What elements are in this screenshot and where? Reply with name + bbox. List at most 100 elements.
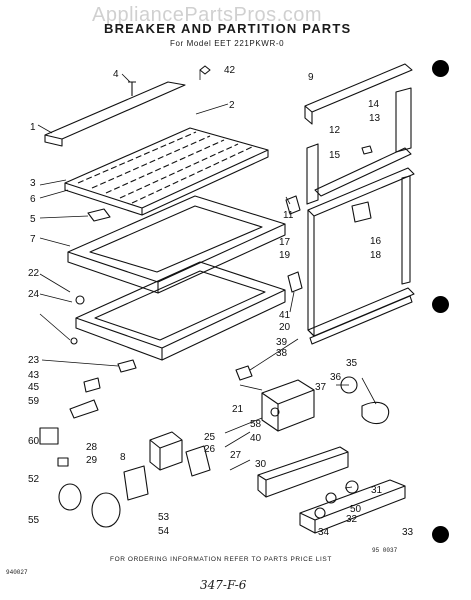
callout-37: 37 — [315, 382, 327, 393]
callout-55: 55 — [28, 515, 40, 526]
part-15-mullion — [314, 147, 412, 197]
leader-lines — [37, 70, 377, 489]
part-32-knob — [325, 492, 337, 504]
part-14-strip — [395, 87, 412, 153]
page-code: 940027 — [6, 569, 28, 576]
callout-20: 20 — [279, 322, 291, 333]
callout-labels: 1 2 3 4 5 6 7 8 9 11 12 13 14 15 16 17 1… — [28, 65, 414, 538]
callout-40: 40 — [250, 433, 262, 444]
callout-6: 6 — [30, 194, 36, 205]
handwritten-note: 347-F-6 — [200, 578, 247, 592]
part-1-strip — [44, 81, 186, 140]
part-12-strip — [306, 143, 319, 205]
part-9-top-bar — [304, 63, 413, 113]
diagram-title: BREAKER AND PARTITION PARTS — [104, 21, 352, 36]
part-8-module — [123, 465, 149, 501]
part-11-bracket — [285, 195, 301, 215]
binder-hole-middle — [432, 296, 449, 313]
callout-22: 22 — [28, 268, 40, 279]
callout-5: 5 — [30, 214, 36, 225]
watermark: AppliancePartsPros.com — [92, 4, 322, 26]
part-43-plate — [83, 377, 101, 393]
binder-hole-bottom — [432, 526, 449, 543]
callout-30: 30 — [255, 459, 267, 470]
callout-21: 21 — [232, 404, 244, 415]
part-9-top-bar-edge — [304, 106, 313, 125]
callout-38: 38 — [276, 348, 288, 359]
part-26-bracket — [185, 445, 211, 477]
part-16-hinge — [351, 201, 372, 223]
figure-ref-code: 95 0037 — [372, 547, 398, 554]
part-20-bottom-lip — [309, 295, 413, 345]
callout-50: 50 — [350, 504, 362, 515]
callout-14: 14 — [368, 99, 380, 110]
callout-24: 24 — [28, 289, 40, 300]
callout-32: 32 — [346, 514, 358, 525]
callout-18: 18 — [370, 250, 382, 261]
part-19-side — [307, 210, 315, 337]
callout-41: 41 — [279, 310, 291, 321]
callout-31: 31 — [371, 485, 383, 496]
callout-42: 42 — [224, 65, 236, 76]
lower-partition-tray — [75, 261, 286, 361]
door-partition-assembly — [304, 63, 415, 345]
callout-43: 43 — [28, 370, 40, 381]
part-39-switch — [235, 365, 253, 381]
part-53-housing — [91, 492, 121, 528]
part-59-block — [39, 427, 59, 445]
callout-7: 7 — [30, 234, 36, 245]
part-25-thermostat — [149, 431, 183, 471]
callout-2: 2 — [229, 100, 235, 111]
callout-26: 26 — [204, 444, 216, 455]
part-34-knob — [314, 507, 326, 519]
part-33-tray — [299, 479, 406, 534]
callout-12: 12 — [329, 125, 341, 136]
callout-16: 16 — [370, 236, 382, 247]
callout-35: 35 — [346, 358, 358, 369]
callout-8: 8 — [120, 452, 126, 463]
model-subtitle: For Model EET 221PKWR-0 — [170, 39, 285, 48]
binder-hole-top — [432, 60, 449, 77]
callout-39: 39 — [276, 337, 288, 348]
part-17-bar — [307, 167, 415, 217]
callout-3: 3 — [30, 178, 36, 189]
part-5-latch — [87, 208, 111, 222]
callout-1: 1 — [30, 122, 36, 133]
part-36-lens — [361, 401, 390, 425]
part-18-strip — [401, 175, 411, 285]
part-31-knob — [345, 480, 359, 494]
callout-59: 59 — [28, 396, 40, 407]
callout-60: 60 — [28, 436, 40, 447]
part-2-screw-lower — [70, 337, 78, 345]
part-13-screw — [361, 145, 373, 155]
callout-23: 23 — [28, 355, 40, 366]
part-41-clip — [287, 271, 303, 293]
callout-19: 19 — [279, 250, 291, 261]
callout-11: 11 — [283, 210, 294, 221]
callout-58: 58 — [250, 419, 262, 430]
part-23-clip — [117, 359, 137, 373]
part-1-strip-edge — [44, 135, 63, 147]
callout-33: 33 — [402, 527, 414, 538]
callout-17: 17 — [279, 237, 291, 248]
ordering-instruction: FOR ORDERING INFORMATION REFER TO PARTS … — [110, 556, 332, 563]
part-30-rail — [257, 446, 349, 498]
part-6-grille — [64, 127, 269, 216]
callout-15: 15 — [329, 150, 341, 161]
part-7-frame — [67, 195, 286, 294]
callout-54: 54 — [158, 526, 170, 537]
callout-27: 27 — [230, 450, 242, 461]
callout-9: 9 — [308, 72, 314, 83]
part-20-bottom — [307, 287, 415, 337]
callout-45: 45 — [28, 382, 40, 393]
callout-34: 34 — [318, 527, 330, 538]
part-24-cover — [58, 483, 82, 511]
callout-29: 29 — [86, 455, 98, 466]
callout-4: 4 — [113, 69, 119, 80]
callout-25: 25 — [204, 432, 216, 443]
part-22-fastener — [75, 295, 85, 305]
part-4-screw — [128, 81, 136, 96]
part-37-control-housing — [261, 379, 315, 432]
